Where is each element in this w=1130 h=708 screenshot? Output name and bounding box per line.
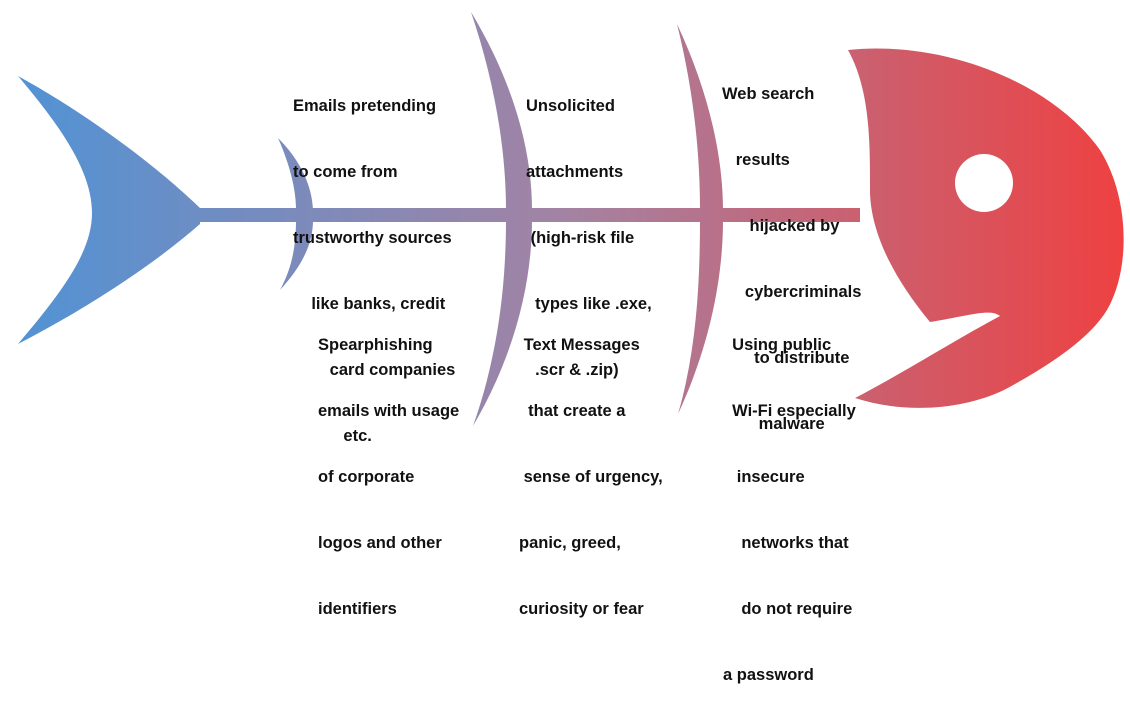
- label-line: to distribute: [722, 349, 850, 367]
- label-line: hijacked by: [722, 217, 840, 235]
- rib-bottom-2: [473, 220, 532, 426]
- label-line: Wi-Fi especially: [723, 402, 856, 420]
- label-line: logos and other: [318, 534, 442, 552]
- label-line: curiosity or fear: [519, 600, 644, 618]
- label-line: Emails pretending: [293, 97, 437, 115]
- label-line: Text Messages: [519, 336, 640, 354]
- label-line: Spearphishing: [318, 336, 433, 354]
- label-line: that create a: [519, 402, 626, 420]
- rib-top-3: [677, 24, 723, 210]
- fish-head: [848, 48, 1124, 408]
- rib-top-2: [471, 12, 532, 210]
- label-line: of corporate: [318, 468, 415, 486]
- label-line: to come from: [293, 163, 398, 181]
- cause-label-top-2: Unsolicited attachments (high-risk file …: [526, 51, 652, 403]
- cause-label-bottom-3: Using public Wi-Fi especially insecure n…: [723, 290, 856, 708]
- fish-tail: [18, 76, 200, 344]
- label-line: sense of urgency,: [519, 468, 663, 486]
- label-line: cybercriminals: [722, 283, 862, 301]
- rib-top-1: [278, 138, 313, 210]
- cause-label-bottom-2: Text Messages that create a sense of urg…: [519, 290, 663, 642]
- label-line: results: [722, 151, 790, 169]
- label-line: trustworthy sources: [293, 229, 452, 247]
- label-line: panic, greed,: [519, 534, 621, 552]
- label-line: a password: [723, 666, 814, 684]
- label-line: Using public: [723, 336, 832, 354]
- label-line: like banks, credit: [293, 295, 446, 313]
- label-line: identifiers: [318, 600, 397, 618]
- rib-bottom-3: [678, 220, 723, 414]
- label-line: Unsolicited: [526, 97, 615, 115]
- fish-eye: [955, 154, 1013, 212]
- label-line: networks that: [723, 534, 849, 552]
- label-line: .scr & .zip): [526, 361, 619, 379]
- fishbone-diagram: [18, 12, 1124, 426]
- label-line: types like .exe,: [526, 295, 652, 313]
- fish-spine: [190, 208, 860, 222]
- rib-bottom-1: [280, 220, 313, 290]
- label-line: Web search: [722, 85, 815, 103]
- label-line: insecure: [723, 468, 805, 486]
- cause-label-top-3: Web search results hijacked by cybercrim…: [722, 39, 861, 457]
- cause-label-top-1: Emails pretending to come from trustwort…: [293, 51, 455, 469]
- label-line: card companies: [293, 361, 456, 379]
- label-line: attachments: [526, 163, 624, 181]
- label-line: emails with usage: [318, 402, 460, 420]
- label-line: (high-risk file: [526, 229, 635, 247]
- cause-label-bottom-1: Spearphishing emails with usage of corpo…: [318, 290, 459, 642]
- label-line: do not require: [723, 600, 853, 618]
